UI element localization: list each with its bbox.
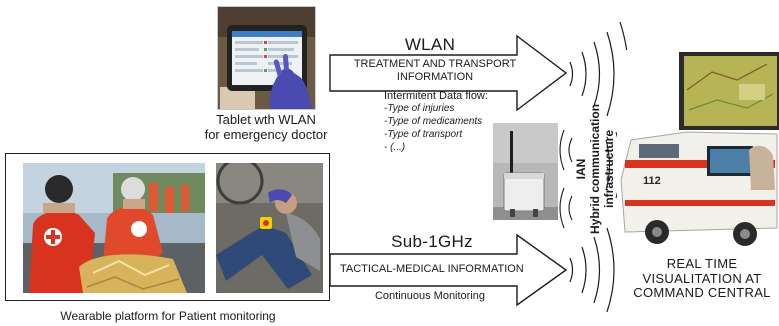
ambulance-number: 112: [643, 175, 661, 187]
wlan-arrow: [329, 34, 568, 112]
command-line1: REAL TIME: [666, 256, 738, 271]
dataflow-list: Intermitent Data flow: -Type of injuries…: [384, 90, 504, 154]
dataflow-item: -Type of medicaments: [384, 116, 483, 127]
wlan-label: WLAN: [404, 35, 456, 54]
wearable-platform-box: [5, 153, 330, 301]
ian-line2: Hybrid communication: [588, 104, 602, 235]
paramedics-photo: [23, 163, 205, 293]
dataflow-item: -Type of injuries: [384, 103, 455, 114]
patient-photo: [216, 163, 323, 293]
command-line3: COMMAND CENTRAL: [633, 285, 771, 300]
ian-line1: IAN: [574, 158, 588, 180]
dataflow-heading: Intermitent Data flow:: [384, 90, 488, 102]
wlan-info-line1: TREATMENT AND TRANSPORT: [353, 58, 517, 70]
subghz-waves: [569, 227, 615, 313]
ian-line3: infrastructure: [602, 129, 616, 209]
wearable-caption: Wearable platform for Patient monitoring: [60, 309, 276, 323]
wlan-info-line2: INFORMATION: [396, 71, 474, 83]
ian-label: IAN Hybrid communication infrastructure: [574, 94, 618, 244]
subghz-arrow: [329, 233, 568, 307]
tablet-caption-line2: for emergency doctor: [204, 127, 328, 142]
subghz-label: Sub-1GHz: [391, 232, 473, 251]
wlan-info: TREATMENT AND TRANSPORT INFORMATION: [344, 58, 526, 84]
dataflow-item: - (...): [384, 142, 406, 153]
command-line2: VISUALITATION AT: [642, 270, 762, 286]
command-central-photo: 112: [617, 50, 779, 250]
dataflow-item: -Type of transport: [384, 129, 463, 140]
command-central-label: REAL TIME VISUALITATION AT COMMAND CENTR…: [628, 256, 776, 301]
gateway-photo: [493, 123, 558, 220]
monitoring-label: Continuous Monitoring: [374, 290, 486, 302]
tablet-caption-line1: Tablet wth WLAN: [216, 112, 316, 127]
tablet-photo: [217, 6, 316, 110]
subghz-info: TACTICAL-MEDICAL INFORMATION: [340, 263, 524, 275]
tablet-caption: Tablet wth WLAN for emergency doctor: [198, 112, 334, 142]
